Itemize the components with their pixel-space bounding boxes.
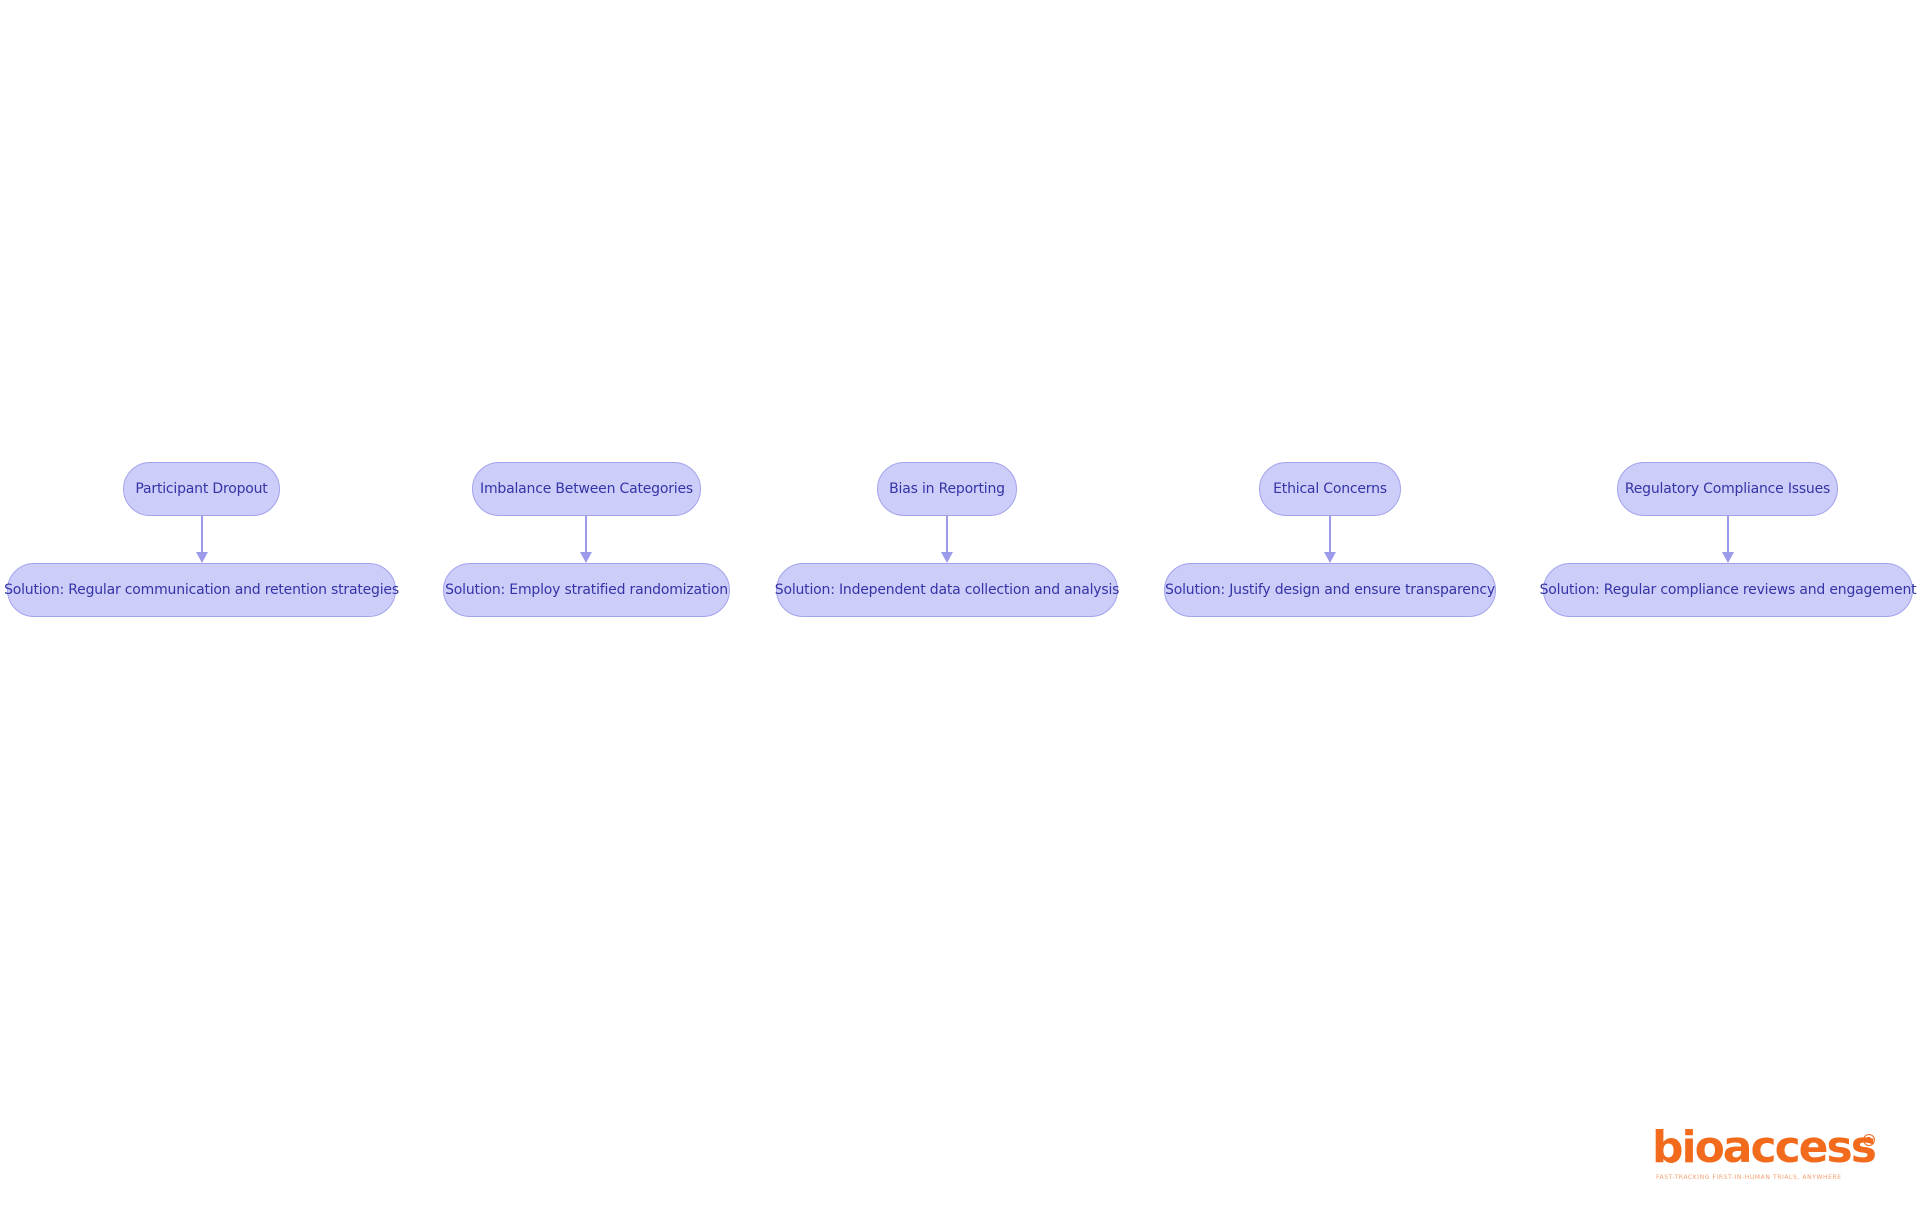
edge-arrow-2 — [580, 516, 592, 563]
solution-node-compliance-reviews-engagement[interactable]: Solution: Regular compliance reviews and… — [1540, 563, 1917, 617]
edge-arrow-1 — [196, 516, 208, 563]
solution-node-independent-data-collection[interactable]: Solution: Independent data collection an… — [775, 563, 1119, 617]
registered-mark-icon: R — [1863, 1134, 1875, 1146]
problem-node-imbalance-between-categories[interactable]: Imbalance Between Categories — [472, 462, 701, 516]
edge-arrow-3 — [941, 516, 953, 563]
solution-node-justify-design-transparency[interactable]: Solution: Justify design and ensure tran… — [1164, 563, 1496, 617]
problem-node-participant-dropout[interactable]: Participant Dropout — [123, 462, 280, 516]
solution-node-retention-strategies[interactable]: Solution: Regular communication and rete… — [4, 563, 399, 617]
problem-node-bias-in-reporting[interactable]: Bias in Reporting — [877, 462, 1017, 516]
solution-node-stratified-randomization[interactable]: Solution: Employ stratified randomizatio… — [443, 563, 730, 617]
problem-node-regulatory-compliance-issues[interactable]: Regulatory Compliance Issues — [1617, 462, 1838, 516]
edge-arrow-4 — [1324, 516, 1336, 563]
edge-arrow-5 — [1722, 516, 1734, 563]
bioaccess-logo: bioaccess R FAST-TRACKING FIRST-IN-HUMAN… — [1652, 1122, 1877, 1184]
problem-node-ethical-concerns[interactable]: Ethical Concerns — [1259, 462, 1401, 516]
logo-tagline: FAST-TRACKING FIRST-IN-HUMAN TRIALS, ANY… — [1656, 1174, 1842, 1181]
logo-wordmark: bioaccess — [1652, 1122, 1877, 1173]
